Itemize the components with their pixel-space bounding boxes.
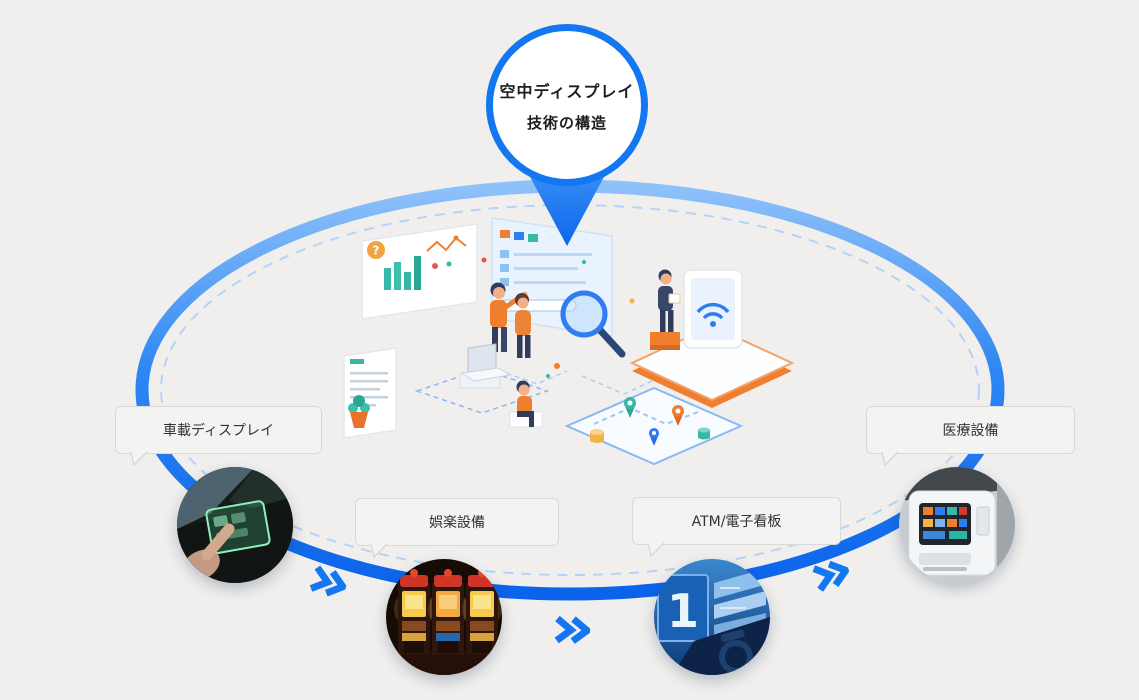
label-tail [881, 452, 899, 466]
chart-board: ? [361, 223, 478, 320]
map-cylinder [590, 429, 604, 443]
flow-arrow-icon [551, 614, 593, 649]
signage-screen: 1 [657, 574, 709, 642]
decor-dot [582, 260, 586, 264]
location-pin-icon [649, 428, 659, 446]
label-atm-signage-text: ATM/電子看板 [691, 514, 782, 530]
atm-numeral: 1 [667, 584, 699, 638]
label-medical: 医療設備 [866, 406, 1075, 466]
decor-dot [546, 374, 550, 378]
label-tail [370, 544, 388, 558]
plant [348, 395, 370, 428]
slot-machine [428, 569, 468, 655]
label-vehicle-display: 車載ディスプレイ [115, 406, 322, 466]
label-amusement: 娯楽設備 [355, 498, 559, 558]
label-vehicle-display-text: 車載ディスプレイ [162, 423, 275, 439]
decor-dot [554, 363, 560, 369]
person-viewer [515, 293, 531, 358]
decor-dot [481, 257, 487, 263]
location-pin-icon [624, 397, 636, 418]
decor-dot [629, 298, 635, 304]
label-tail [130, 452, 148, 466]
photo-amusement [386, 559, 502, 675]
title-badge: 空中ディスプレイ 技術の構造 [486, 24, 648, 186]
center-illustration: ? [343, 217, 795, 466]
photo-medical [899, 467, 1015, 583]
label-atm-signage: ATM/電子看板 [632, 497, 841, 557]
photo-vehicle-display [177, 467, 293, 583]
photo-atm-signage: 1 [654, 559, 770, 675]
person-seated [509, 380, 543, 428]
list-board [343, 347, 397, 439]
title-line1: 空中ディスプレイ [499, 81, 635, 101]
location-pin-icon [672, 405, 684, 426]
medical-terminal [908, 490, 996, 576]
foreground-silhouette [672, 617, 770, 675]
map-cylinder [698, 427, 710, 440]
laptop-station [414, 343, 550, 414]
flow-arrow-icon [304, 562, 350, 606]
person-tablet [650, 269, 681, 350]
floor-connector [581, 375, 653, 395]
question-mark: ? [373, 244, 380, 258]
map-platform [564, 386, 744, 466]
label-tail [647, 543, 665, 557]
windshield-light [177, 467, 255, 529]
label-amusement-text: 娯楽設備 [429, 515, 485, 531]
label-medical-text: 医療設備 [942, 423, 999, 439]
wifi-icon [696, 302, 730, 327]
slot-machine [394, 569, 434, 655]
title-line2: 技術の構造 [526, 113, 607, 132]
flow-arrow-icon [808, 555, 854, 599]
magnifier-icon [560, 290, 626, 358]
